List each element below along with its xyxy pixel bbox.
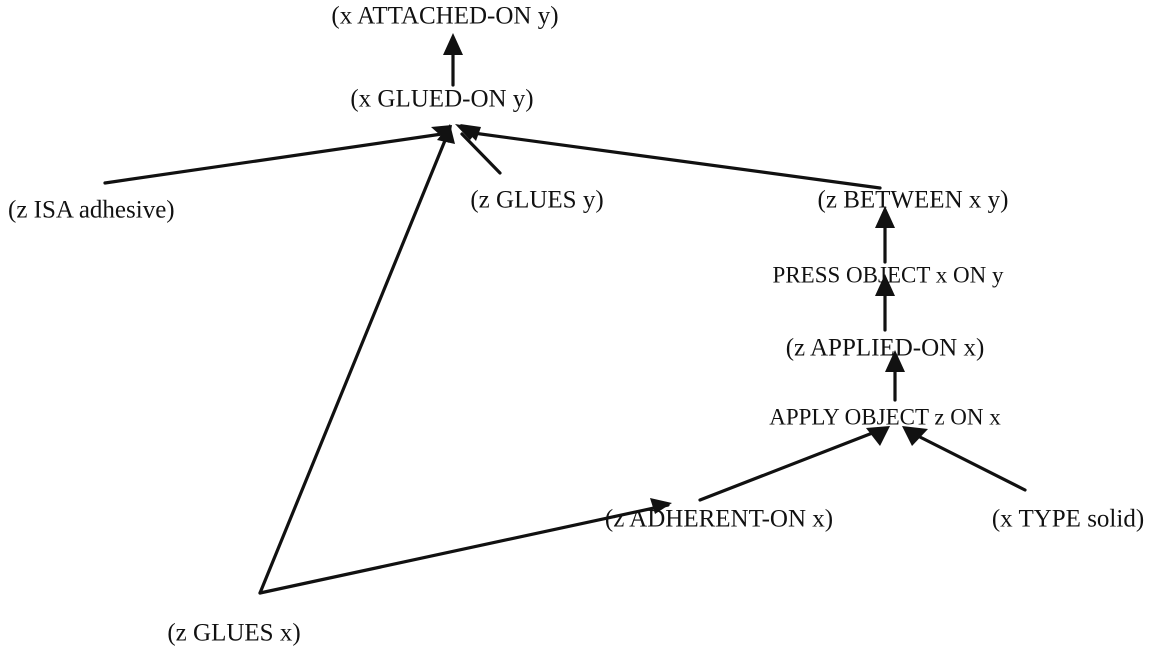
nodes: (x ATTACHED-ON y) (x GLUED-ON y) (z ISA …: [8, 3, 1144, 647]
arrowhead-apply-left-icon: [866, 426, 890, 446]
arrowhead-up-icon: [443, 33, 463, 55]
node-type-solid: (x TYPE solid): [992, 506, 1144, 533]
edge-isa-to-glued: [103, 132, 444, 185]
arrowheads: [431, 33, 928, 514]
edge-type-to-apply: [908, 430, 1027, 492]
edge-adherent-to-apply: [698, 430, 877, 502]
edge-gluesy-to-glued: [460, 132, 502, 175]
edge-gluesx-to-glued: [258, 136, 448, 595]
node-glued-on: (x GLUED-ON y): [350, 86, 533, 113]
arrowhead-glued-bottom-icon: [437, 124, 455, 144]
node-applied-on: (z APPLIED-ON x): [786, 335, 985, 362]
node-glues-x: (z GLUES x): [167, 620, 300, 647]
arrowhead-glued-right-icon: [460, 124, 481, 141]
edges: [103, 46, 1027, 595]
arrowhead-between-icon: [875, 206, 895, 228]
node-press-object: PRESS OBJECT x ON y: [773, 262, 1004, 287]
arrowhead-applied-icon: [885, 350, 905, 372]
edge-between-to-glued: [464, 130, 882, 190]
edge-gluesx-to-adherent: [258, 503, 670, 595]
node-attached-on: (x ATTACHED-ON y): [331, 3, 558, 30]
arrowhead-apply-right-icon: [902, 426, 928, 446]
node-between: (z BETWEEN x y): [818, 187, 1009, 214]
node-glues-y: (z GLUES y): [470, 187, 603, 214]
arrowhead-press-icon: [875, 274, 895, 296]
arrowhead-adherent-icon: [650, 498, 672, 514]
node-isa-adhesive: (z ISA adhesive): [8, 197, 175, 224]
node-apply-object: APPLY OBJECT z ON x: [769, 404, 1001, 429]
node-adherent-on: (z ADHERENT-ON x): [605, 506, 833, 533]
